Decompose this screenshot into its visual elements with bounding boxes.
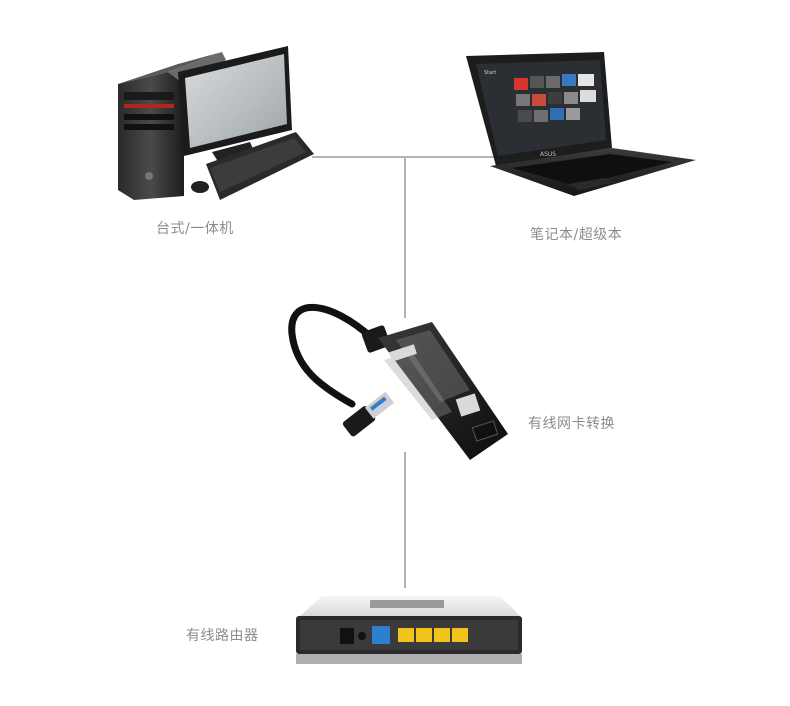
laptop-screen-tiles (514, 74, 596, 122)
router-lan-ports (398, 628, 468, 642)
desktop-label: 台式/一体机 (156, 221, 234, 237)
connector-lines (312, 156, 508, 588)
laptop-icon: Start ASUS (466, 52, 696, 196)
laptop-brand-text: ASUS (540, 151, 556, 158)
usb-adapter-icon (288, 304, 508, 460)
desktop-computer-icon (118, 46, 314, 200)
laptop-start-text: Start (484, 70, 496, 76)
router-label: 有线路由器 (186, 628, 259, 644)
adapter-label: 有线网卡转换 (528, 416, 615, 432)
laptop-label: 笔记本/超级本 (530, 227, 623, 243)
router-icon (296, 596, 522, 664)
